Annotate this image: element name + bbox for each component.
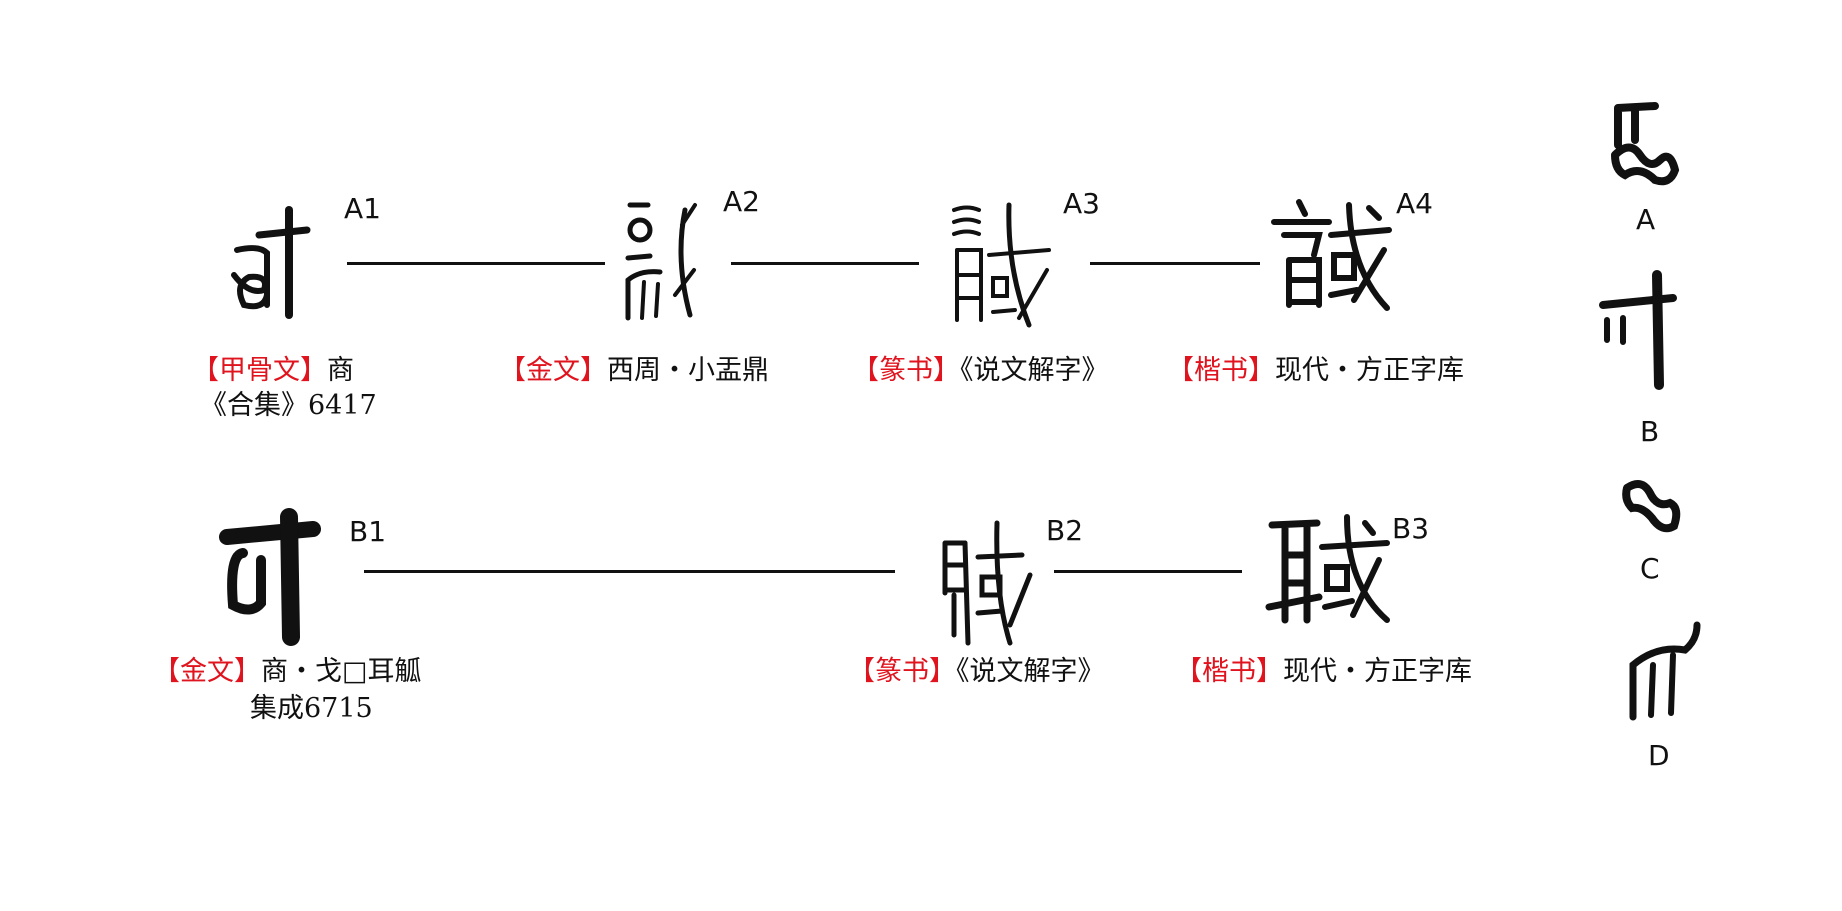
connector-line — [1054, 570, 1242, 573]
caption-tag-close: 】 — [300, 355, 327, 386]
component-d-glyph — [1629, 621, 1701, 721]
caption-tag-open: 【 — [1175, 656, 1202, 687]
glyph-a3-seal — [952, 202, 1051, 328]
component-a-glyph — [1611, 102, 1680, 186]
caption-text: 《说文解字》 — [956, 656, 1105, 687]
label-b2: B2 — [1046, 514, 1084, 547]
caption-tag: 金文 — [180, 656, 234, 687]
caption-tag: 楷书 — [1194, 355, 1248, 386]
glyph-b1-bronze — [219, 508, 321, 646]
caption-b1-source: 集成6715 — [250, 693, 373, 724]
label-a4: A4 — [1396, 187, 1433, 220]
connector-line — [731, 262, 919, 265]
caption-tag-close: 】 — [580, 355, 607, 386]
caption-b1: 【金文】商・戈□耳觚 — [153, 658, 422, 685]
glyph-a4-regular — [1271, 199, 1392, 311]
connector-line — [364, 570, 895, 573]
caption-a1: 【甲骨文】商 — [192, 357, 354, 384]
component-c-glyph — [1622, 480, 1681, 533]
caption-tag-close: 】 — [1256, 656, 1283, 687]
label-a2: A2 — [723, 185, 760, 218]
caption-a1-source: 《合集》6417 — [200, 390, 377, 421]
caption-text: 现代・方正字库 — [1283, 656, 1472, 687]
caption-tag-close: 】 — [234, 656, 261, 687]
caption-text: 商 — [327, 355, 354, 386]
caption-text: 现代・方正字库 — [1275, 355, 1464, 386]
caption-tag: 篆书 — [875, 656, 929, 687]
caption-tag-open: 【 — [848, 656, 875, 687]
component-label-b: B — [1640, 415, 1660, 448]
caption-tag-open: 【 — [852, 355, 879, 386]
connector-line — [347, 262, 605, 265]
label-b3: B3 — [1392, 512, 1430, 545]
caption-b3: 【楷书】现代・方正字库 — [1175, 658, 1472, 685]
component-b-glyph — [1599, 270, 1677, 390]
component-label-c: C — [1640, 552, 1660, 585]
caption-text: 西周・小盂鼎 — [607, 355, 769, 386]
caption-tag: 篆书 — [879, 355, 933, 386]
caption-tag: 金文 — [526, 355, 580, 386]
caption-a4: 【楷书】现代・方正字库 — [1167, 357, 1464, 384]
glyph-a2-bronze — [625, 202, 697, 321]
caption-tag-open: 【 — [153, 656, 180, 687]
caption-text: 商・戈□耳觚 — [261, 656, 422, 687]
label-b1: B1 — [349, 515, 387, 548]
glyph-a1-oracle — [231, 206, 311, 319]
caption-tag: 甲骨文 — [219, 355, 300, 386]
glyph-b2-seal — [942, 520, 1033, 646]
caption-text: 《说文解字》 — [960, 355, 1109, 386]
caption-tag-open: 【 — [1167, 355, 1194, 386]
caption-tag-close: 】 — [929, 656, 956, 687]
component-label-d: D — [1648, 739, 1670, 772]
caption-tag-close: 】 — [933, 355, 960, 386]
caption-a2: 【金文】西周・小盂鼎 — [499, 357, 769, 384]
caption-tag-close: 】 — [1248, 355, 1275, 386]
connector-line — [1090, 262, 1260, 265]
caption-a3: 【篆书】《说文解字》 — [852, 357, 1109, 384]
caption-b2: 【篆书】《说文解字》 — [848, 658, 1105, 685]
label-a3: A3 — [1063, 187, 1100, 220]
glyph-b3-regular — [1265, 514, 1390, 624]
caption-tag-open: 【 — [192, 355, 219, 386]
caption-tag-open: 【 — [499, 355, 526, 386]
caption-tag: 楷书 — [1202, 656, 1256, 687]
component-label-a: A — [1636, 203, 1656, 236]
label-a1: A1 — [344, 192, 381, 225]
